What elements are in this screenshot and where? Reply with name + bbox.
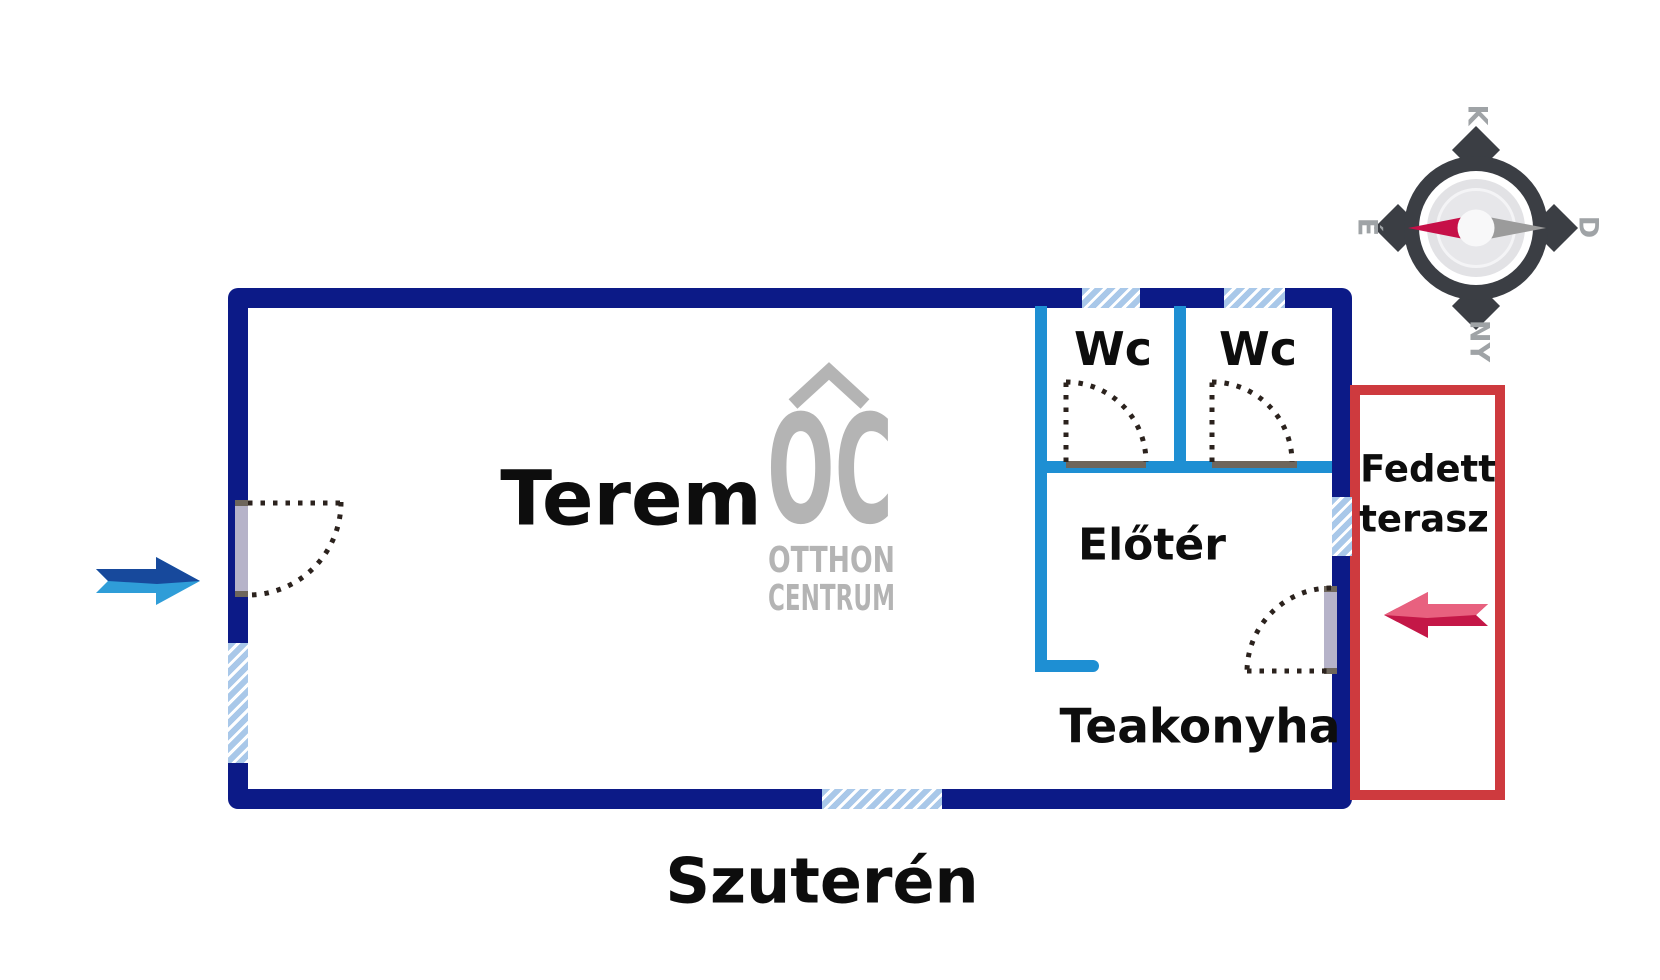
compass-label-north: É xyxy=(1351,217,1383,237)
window-right xyxy=(1332,497,1352,556)
door-sill-wc1 xyxy=(1066,461,1146,468)
room-label-terasz-2: terasz xyxy=(1359,497,1489,541)
wall-eloter-stub xyxy=(1035,660,1099,672)
entrance-arrow-icon xyxy=(96,557,200,605)
window-left xyxy=(228,643,248,763)
door-sill-wc2 xyxy=(1212,461,1297,468)
room-label-wc1: Wc xyxy=(1073,322,1153,376)
wall-terem-eloter xyxy=(1035,306,1047,672)
window-top-wc2 xyxy=(1224,288,1285,308)
door-leaf-teakonyha xyxy=(1324,586,1337,674)
window-top-wc1 xyxy=(1082,288,1140,308)
room-label-eloter: Előtér xyxy=(1078,519,1226,571)
room-label-terem: Terem xyxy=(500,453,762,543)
compass-label-south: D xyxy=(1572,215,1604,239)
door-leaf-entrance xyxy=(235,500,248,597)
wall-wc-divider xyxy=(1174,306,1186,468)
floor-title: Szuterén xyxy=(665,844,979,918)
compass-face-inner xyxy=(1436,188,1516,268)
compass-label-east: K xyxy=(1461,104,1493,126)
window-bottom xyxy=(822,789,942,809)
room-label-wc2: Wc xyxy=(1218,322,1298,376)
room-label-terasz-1: Fedett xyxy=(1360,447,1496,491)
compass-label-west: NY xyxy=(1463,319,1495,363)
terrace-outline xyxy=(1350,385,1505,800)
room-label-teakonyha: Teakonyha xyxy=(1059,699,1341,755)
